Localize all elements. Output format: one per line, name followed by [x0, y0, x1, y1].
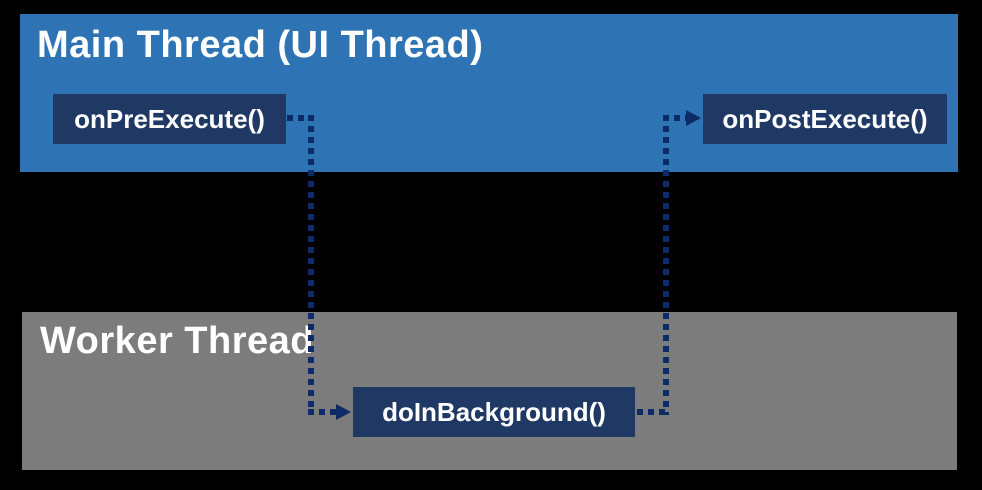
- lane-main-thread: [20, 14, 958, 172]
- edge-pre-to-background-segment: [287, 115, 313, 121]
- edge-pre-to-background-segment: [308, 409, 337, 415]
- node-onpostexecute: onPostExecute(): [703, 94, 947, 144]
- arrowhead-icon: [686, 110, 701, 126]
- edge-pre-to-background-segment: [308, 115, 314, 415]
- arrowhead-icon: [336, 404, 351, 420]
- lane-main-thread-title: Main Thread (UI Thread): [37, 24, 484, 66]
- node-doinbackground: doInBackground(): [353, 387, 635, 437]
- lane-worker-thread-title: Worker Thread: [40, 320, 314, 362]
- node-onpreexecute: onPreExecute(): [53, 94, 286, 144]
- edge-background-to-post-segment: [637, 409, 665, 415]
- edge-background-to-post-segment: [663, 115, 669, 415]
- edge-background-to-post-segment: [663, 115, 687, 121]
